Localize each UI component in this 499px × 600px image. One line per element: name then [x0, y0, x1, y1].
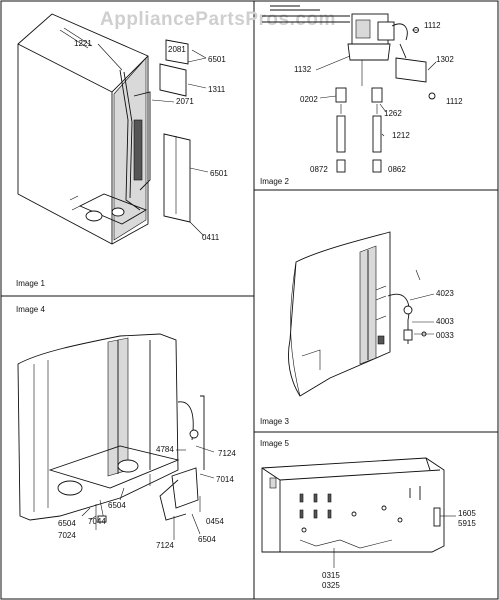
image1-drawing [17, 13, 209, 245]
image4-part-label: 7044 [88, 517, 106, 526]
image5-part-label: 0325 [322, 581, 340, 590]
image1-caption: Image 1 [16, 279, 45, 288]
image3-caption: Image 3 [260, 417, 289, 426]
image1-part-label: 2081 [168, 45, 186, 54]
image5-part-label: 0315 [322, 571, 340, 580]
image3-part-label: 0033 [436, 331, 454, 340]
image1-part-label: 1221 [74, 39, 92, 48]
image4-drawing [17, 333, 215, 540]
image2-caption: Image 2 [260, 177, 289, 186]
watermark-text: AppliancePartsPros.com [100, 9, 336, 30]
image2-drawing [262, 5, 437, 173]
image5-part-label: 1605 [458, 509, 476, 518]
image2-part-label: 0202 [300, 95, 318, 104]
image4-part-label: 6504 [198, 535, 216, 544]
image1-part-label: 2071 [176, 97, 194, 106]
image3-drawing [288, 231, 435, 397]
image2-part-label: 1212 [392, 131, 410, 140]
image2-part-label: 1112 [446, 97, 463, 106]
image1-part-label: 6501 [210, 169, 228, 178]
image3-part-label: 4023 [436, 289, 454, 298]
image1-part-label: 1311 [208, 85, 226, 94]
image3-part-label: 4003 [436, 317, 454, 326]
image2-part-label: 1132 [294, 65, 312, 74]
image4-part-label: 7024 [58, 531, 76, 540]
image4-part-label: 7124 [218, 449, 236, 458]
image4-part-label: 7014 [216, 475, 234, 484]
image2-part-label: 1112 [424, 21, 441, 30]
image4-part-label: 6504 [58, 519, 76, 528]
image4-part-label: 0454 [206, 517, 224, 526]
image4-part-label: 7124 [156, 541, 174, 550]
image1-part-label: 6501 [208, 55, 226, 64]
image5-part-label: 5915 [458, 519, 476, 528]
image5-drawing [261, 457, 456, 568]
image1-part-label: 0411 [202, 233, 220, 242]
image5-caption: Image 5 [260, 439, 289, 448]
image2-part-label: 0872 [310, 165, 328, 174]
image2-part-label: 1262 [384, 109, 402, 118]
image4-caption: Image 4 [16, 305, 45, 314]
image4-part-label: 6504 [108, 501, 126, 510]
image4-part-label: 4784 [156, 445, 174, 454]
image2-part-label: 1302 [436, 55, 454, 64]
image2-part-label: 0862 [388, 165, 406, 174]
